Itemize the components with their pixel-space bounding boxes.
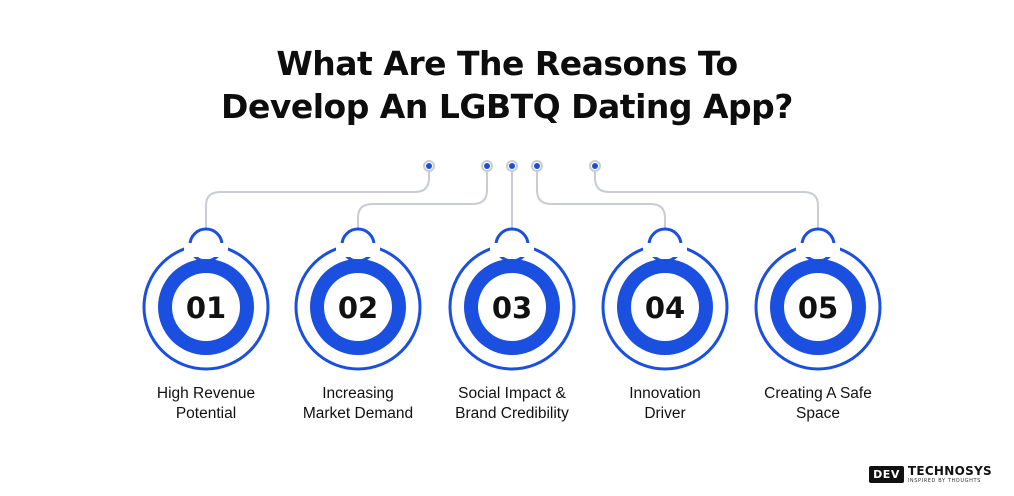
step-label-04: Innovation Driver	[580, 384, 750, 424]
step-label-01-line-2: Potential	[175, 405, 237, 422]
step-label-04-line-1: Innovation	[629, 385, 701, 402]
step-circle-02: 02	[294, 227, 422, 371]
step-label-04-line-2: Driver	[644, 405, 686, 422]
step-number-04: 04	[645, 291, 685, 325]
step-circle-04: 04	[601, 227, 729, 371]
connector-dots	[423, 160, 601, 172]
step-label-05-line-1: Creating A Safe	[764, 385, 872, 402]
step-label-01-line-1: High Revenue	[156, 385, 256, 402]
logo-word: TECHNOSYS	[907, 464, 992, 478]
step-label-05: Creating A Safe Space	[733, 384, 903, 424]
step-circle-03: 03	[448, 227, 576, 371]
step-label-01: High Revenue Potential	[121, 384, 291, 424]
step-number-02: 02	[338, 291, 378, 325]
page-title: What Are The Reasons To Develop An LGBTQ…	[0, 42, 1014, 128]
logo-text: TECHNOSYS INSPIRED BY THOUGHTS	[908, 465, 992, 484]
connector-line-05	[594, 166, 819, 240]
step-label-03: Social Impact & Brand Credibility	[427, 384, 597, 424]
step-number-03: 03	[492, 291, 532, 325]
step-label-02: Increasing Market Demand	[273, 384, 443, 424]
step-circle-05: 05	[754, 227, 882, 371]
logo-tagline: INSPIRED BY THOUGHTS	[907, 478, 981, 484]
step-label-03-line-2: Brand Credibility	[455, 405, 569, 422]
brand-logo: DEV TECHNOSYS INSPIRED BY THOUGHTS	[869, 465, 992, 484]
connector-line-01	[205, 166, 430, 240]
step-number-01: 01	[186, 291, 226, 325]
connector-line-04	[536, 166, 666, 240]
step-label-02-line-1: Increasing	[322, 385, 394, 402]
step-label-03-line-1: Social Impact &	[458, 385, 566, 402]
step-label-02-line-2: Market Demand	[302, 405, 414, 422]
title-line-1: What Are The Reasons To	[276, 44, 738, 83]
step-label-05-line-2: Space	[796, 405, 840, 422]
connector-line-02	[357, 166, 488, 240]
connector-lines	[205, 166, 819, 240]
logo-mark: DEV	[869, 466, 904, 483]
title-line-2: Develop An LGBTQ Dating App?	[221, 87, 793, 126]
step-circle-01: 01	[142, 227, 270, 371]
step-number-05: 05	[798, 291, 838, 325]
